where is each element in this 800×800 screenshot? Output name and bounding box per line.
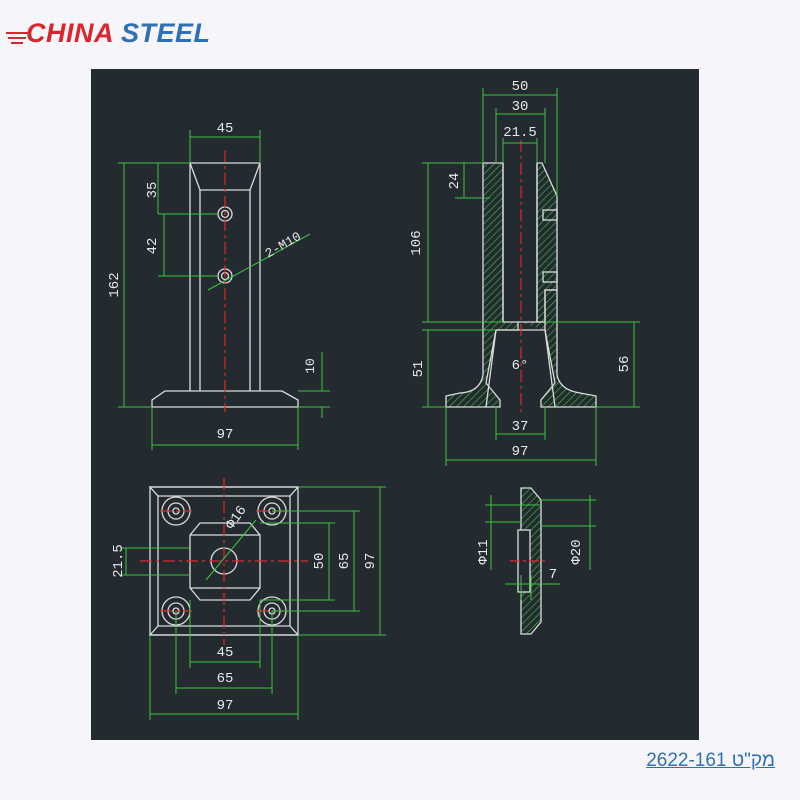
front-dimension-lines bbox=[118, 130, 330, 450]
dim-side-bore: 37 bbox=[512, 419, 529, 435]
dim-plan-outer-width: 97 bbox=[217, 698, 234, 714]
dim-plan-inner-width: 45 bbox=[217, 645, 234, 661]
dim-side-base-height: 51 bbox=[411, 361, 427, 378]
plan-dimension-lines bbox=[120, 486, 386, 720]
logo-speed-line bbox=[6, 32, 30, 34]
logo-word-steel: STEEL bbox=[121, 18, 211, 48]
dim-front-hole-top: 35 bbox=[145, 182, 161, 199]
dim-gasket-inner-dia: Φ11 bbox=[476, 539, 492, 564]
dim-front-hole-spacing: 42 bbox=[145, 238, 161, 255]
technical-drawing-svg: 45 162 35 42 2-M10 10 97 bbox=[91, 69, 699, 740]
dim-side-right-height: 56 bbox=[617, 356, 633, 373]
dim-front-top-width: 45 bbox=[217, 121, 234, 137]
dim-gasket-thickness: 7 bbox=[549, 567, 557, 583]
china-steel-logo[interactable]: CHINA STEEL bbox=[6, 18, 210, 54]
dim-side-overall-top: 50 bbox=[512, 79, 529, 95]
dim-side-base-width: 97 bbox=[512, 444, 529, 460]
plan-view: Φ16 21.5 50 65 97 45 65 97 bbox=[111, 478, 386, 720]
logo-speed-line bbox=[8, 37, 26, 39]
dim-side-slot-inner: 21.5 bbox=[503, 125, 537, 141]
dim-plan-outer-height: 97 bbox=[363, 553, 379, 570]
dim-gasket-outer-dia: Φ20 bbox=[569, 539, 585, 564]
dim-plan-hole-pitch-h: 65 bbox=[217, 671, 234, 687]
dim-plan-left: 21.5 bbox=[111, 544, 127, 578]
side-view-outline bbox=[485, 163, 558, 408]
dim-front-base-thickness: 10 bbox=[303, 358, 318, 374]
side-view: 50 30 21.5 24 106 51 6° 56 37 97 bbox=[409, 79, 640, 466]
drawing-background bbox=[91, 69, 699, 740]
side-hatch-base bbox=[518, 289, 597, 408]
dim-plan-hole-pitch-v: 65 bbox=[337, 553, 353, 570]
logo-word-china: CHINA bbox=[26, 18, 113, 48]
side-dimension-lines bbox=[422, 88, 640, 466]
gasket-view: Φ11 Φ20 7 bbox=[476, 487, 596, 635]
dim-side-lip-height: 24 bbox=[447, 173, 463, 190]
logo-text: CHINA STEEL bbox=[26, 18, 211, 49]
dim-front-base-width: 97 bbox=[217, 427, 234, 443]
logo-speed-line bbox=[11, 42, 23, 44]
dim-side-angle: 6° bbox=[512, 358, 529, 374]
dim-side-upper-height: 106 bbox=[409, 230, 425, 255]
gasket-dimension-lines bbox=[485, 495, 596, 600]
product-sku-link[interactable]: 2622-161 מק"ט bbox=[646, 750, 775, 771]
dim-side-slot-outer: 30 bbox=[512, 99, 529, 115]
technical-drawing: 45 162 35 42 2-M10 10 97 bbox=[91, 69, 699, 740]
dim-plan-inner-height: 50 bbox=[312, 553, 328, 570]
dim-front-total-height: 162 bbox=[107, 272, 123, 297]
